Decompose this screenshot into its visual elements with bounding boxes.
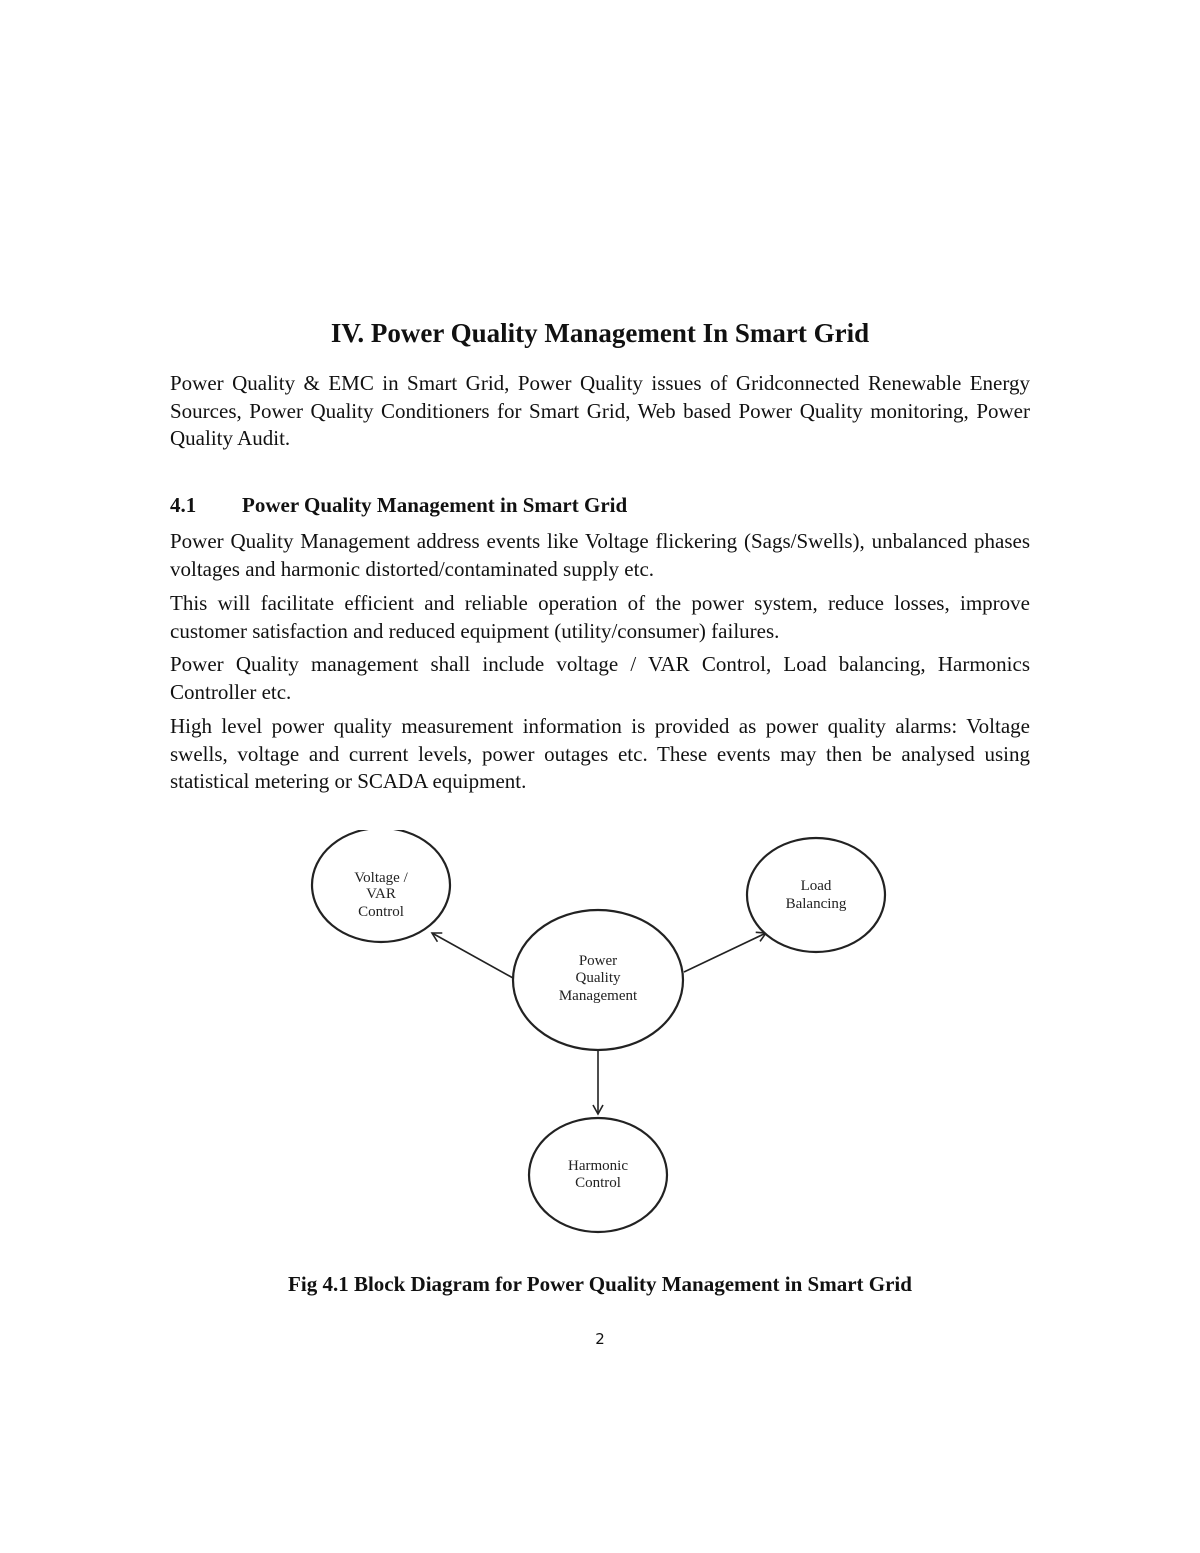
arrow-to-voltage-var xyxy=(430,932,514,979)
center-line-2: Quality xyxy=(576,970,621,986)
section-number: 4.1 xyxy=(170,493,197,517)
harmonic-line-1: Harmonic xyxy=(568,1158,628,1174)
paragraph-scope: Power Quality management shall include v… xyxy=(170,652,1030,704)
section-heading: 4.1 Power Quality Management in Smart Gri… xyxy=(170,493,627,518)
node-power-quality-management: Power Quality Management xyxy=(511,908,685,1052)
center-line-1: Power xyxy=(579,953,617,969)
svg-text:Balancing: Balancing xyxy=(786,896,847,912)
intro-paragraph: Power Quality & EMC in Smart Grid, Power… xyxy=(170,371,1030,450)
svg-text:Load: Load xyxy=(801,878,832,894)
svg-text:Control: Control xyxy=(575,1175,621,1191)
paragraph-events: Power Quality Management address events … xyxy=(170,529,1030,581)
svg-text:Voltage /: Voltage / xyxy=(354,870,408,886)
figure-caption: Fig 4.1 Block Diagram for Power Quality … xyxy=(288,1272,912,1296)
voltage-var-line-3: Control xyxy=(358,904,404,920)
svg-text:Control: Control xyxy=(358,904,404,920)
paragraph-alarms: High level power quality measurement inf… xyxy=(170,714,1030,793)
paragraph-benefits: This will facilitate efficient and relia… xyxy=(170,591,1030,643)
page-number: 2 xyxy=(595,1330,605,1348)
svg-text:Quality: Quality xyxy=(576,970,621,986)
svg-text:Management: Management xyxy=(559,988,638,1004)
node-harmonic-control: Harmonic Control xyxy=(527,1116,669,1234)
chapter-title: IV. Power Quality Management In Smart Gr… xyxy=(330,318,870,348)
node-voltage-var-control: Voltage / VAR Control xyxy=(310,830,452,944)
load-balancing-line-2: Balancing xyxy=(786,896,847,912)
svg-text:VAR: VAR xyxy=(366,886,396,902)
node-load-balancing: Load Balancing xyxy=(745,836,887,954)
load-balancing-line-1: Load xyxy=(801,878,832,894)
block-diagram: Voltage / VAR Control Load Balancing Pow… xyxy=(310,830,887,1234)
voltage-var-line-2: VAR xyxy=(366,886,396,902)
section-title: Power Quality Management in Smart Grid xyxy=(242,493,628,517)
svg-text:Harmonic: Harmonic xyxy=(568,1158,628,1174)
arrow-to-load-balancing xyxy=(683,931,768,973)
center-line-3: Management xyxy=(559,988,638,1004)
voltage-var-line-1: Voltage / xyxy=(354,870,408,886)
harmonic-line-2: Control xyxy=(575,1175,621,1191)
svg-text:Power: Power xyxy=(579,953,617,969)
